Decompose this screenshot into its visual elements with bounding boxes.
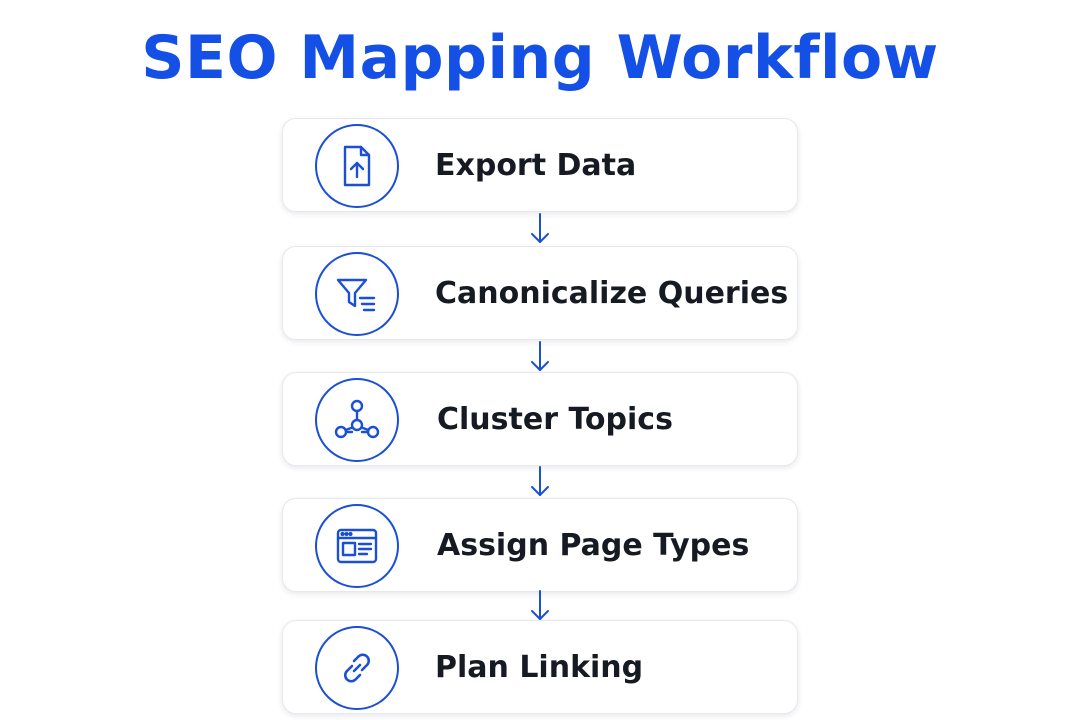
step-label: Cluster Topics (437, 402, 673, 437)
step-card-export-data: Export Data (282, 118, 798, 212)
link-icon (344, 653, 370, 683)
step-icon-badge (315, 378, 399, 462)
page-title: SEO Mapping Workflow (141, 23, 939, 93)
step-card-canonicalize-queries: Canonicalize Queries (282, 246, 798, 340)
step-card-cluster-topics: Cluster Topics (282, 372, 798, 466)
network-nodes-icon (334, 399, 380, 439)
step-card-assign-page-types: Assign Page Types (282, 498, 798, 592)
arrow-down-icon (531, 341, 549, 371)
filter-list-icon (336, 278, 376, 312)
browser-layout-icon (336, 528, 378, 564)
step-label: Plan Linking (435, 650, 644, 685)
arrow-down-icon (531, 213, 549, 243)
arrow-down-icon (531, 466, 549, 496)
step-icon-badge (315, 252, 399, 336)
step-label: Assign Page Types (437, 528, 750, 563)
arrow-down-icon (531, 590, 549, 620)
step-icon-badge (315, 626, 399, 710)
step-label: Canonicalize Queries (435, 276, 789, 311)
step-icon-badge (315, 124, 399, 208)
step-icon-badge (315, 504, 399, 588)
step-card-plan-linking: Plan Linking (282, 620, 798, 714)
step-label: Export Data (435, 148, 637, 183)
file-upload-icon (343, 145, 371, 187)
